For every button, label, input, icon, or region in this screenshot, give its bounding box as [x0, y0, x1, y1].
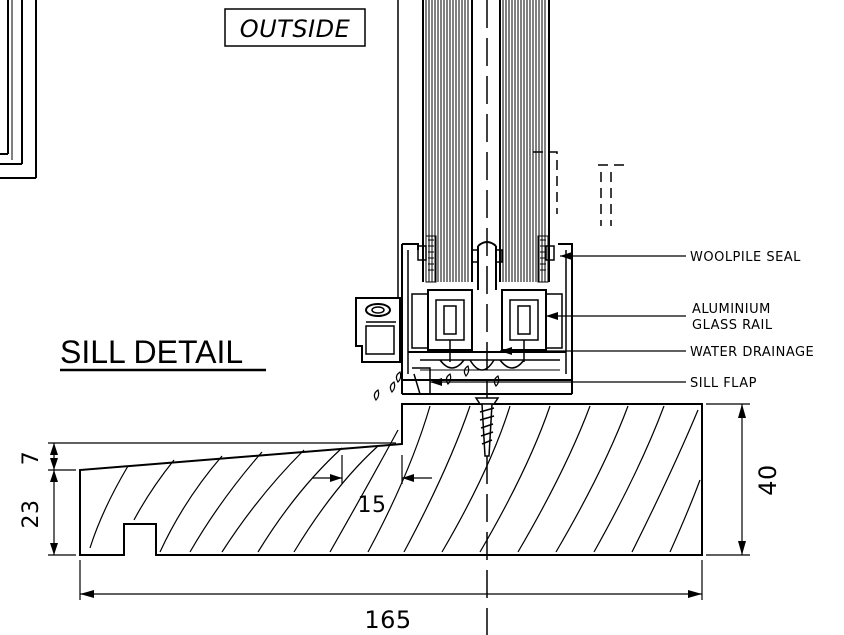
left-frame-fragment: [0, 0, 37, 179]
glass-rail-carrier-left: [427, 289, 473, 362]
dimension-height-left: 7 23: [19, 442, 396, 556]
sill-detail-title: SILL DETAIL: [60, 334, 243, 370]
dimension-overall-width: 165: [79, 560, 703, 634]
callout-aluminium: ALUMINIUM: [692, 302, 771, 317]
callout-water-drainage: WATER DRAINAGE: [690, 345, 814, 360]
outside-label-box: OUTSIDE: [224, 8, 366, 47]
fixing-screw: [474, 397, 500, 457]
timber-sill: [79, 403, 703, 556]
dimension-40-label: 40: [754, 464, 782, 496]
dimension-15-label: 15: [358, 493, 387, 518]
dimension-7-label: 7: [19, 451, 44, 466]
callout-arrows: [430, 252, 572, 386]
dimension-offset: 15: [312, 455, 432, 518]
callout-leaders: [430, 255, 686, 383]
callout-woolpile-seal: WOOLPILE SEAL: [690, 250, 801, 265]
dimension-165-label: 165: [364, 606, 411, 634]
glass-pane-right: [499, 0, 550, 282]
glass-pane-left: [422, 0, 473, 282]
hidden-profile-outline: [533, 151, 628, 226]
callout-sill-flap: SILL FLAP: [690, 376, 757, 391]
sill-detail-title-group: SILL DETAIL: [60, 334, 266, 372]
sill-flap-shape: [412, 367, 431, 395]
aluminium-sill-profile: [401, 241, 573, 395]
outside-label: OUTSIDE: [240, 15, 351, 43]
callout-glass-rail: GLASS RAIL: [692, 318, 773, 333]
timber-grain: [89, 405, 701, 553]
drip-profile: [355, 297, 401, 363]
dimension-23-label: 23: [19, 500, 44, 529]
woolpile-seal-brushes: [417, 235, 555, 283]
dimension-height-right: 40: [706, 403, 782, 556]
